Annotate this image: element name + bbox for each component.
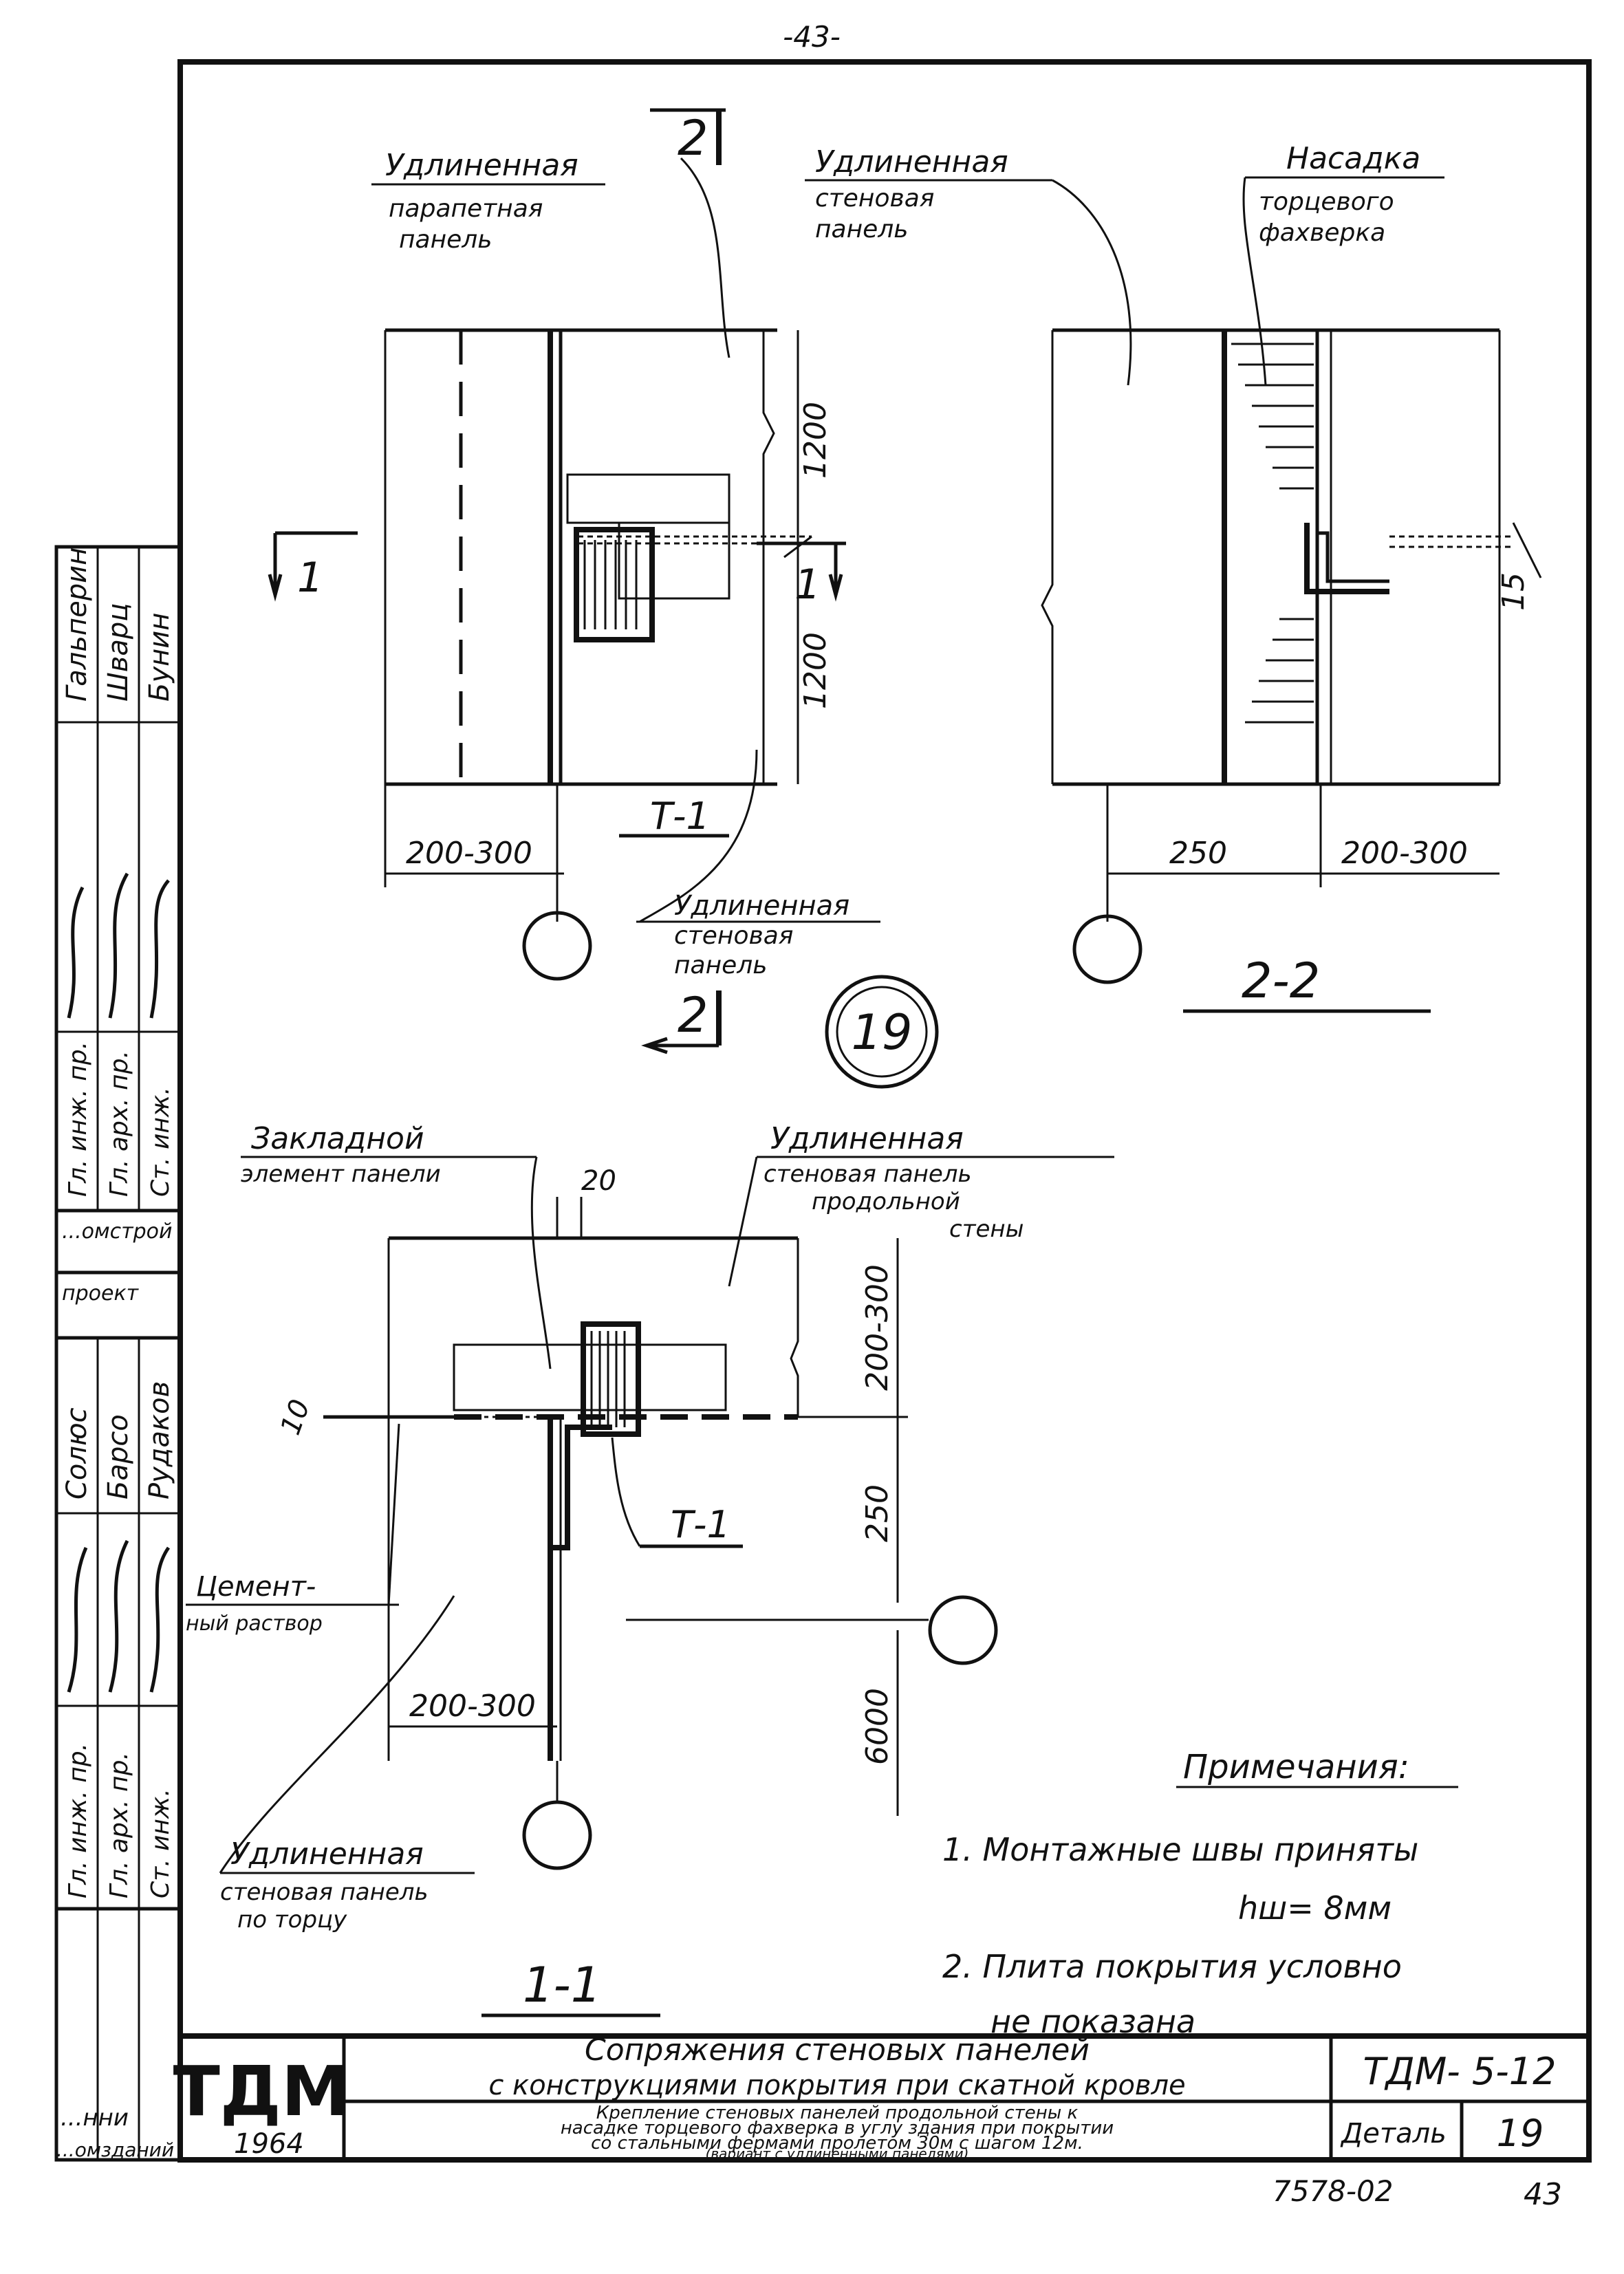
name-top-1: Гальперин (61, 548, 93, 702)
dim-250-top: 250 (1169, 836, 1227, 871)
label-cap-3: фахверка (1259, 219, 1385, 247)
section-title-1-1: 1-1 (523, 1957, 601, 2013)
role-top-1: Гл. инж. пр. (64, 1041, 92, 1197)
name-bottom-3: Рудаков (144, 1381, 175, 1499)
dim-6000: 6000 (860, 1688, 895, 1765)
label-bottom-2: стеновая (674, 922, 793, 950)
title-line-1: Сопряжения стеновых панелей (585, 2033, 1090, 2068)
role-bottom-1: Гл. инж. пр. (64, 1743, 92, 1898)
axis-bubble-right (1072, 914, 1143, 984)
view-top-right: 15 250 200-300 2-2 Удлиненная стеновая п… (805, 141, 1542, 1013)
dim-10: 10 (274, 1396, 316, 1440)
section-title-2-2: 2-2 (1242, 953, 1320, 1009)
sheet-number: 43 (1524, 2177, 1562, 2212)
label-mortar-1: Цемент- (196, 1571, 316, 1603)
notes: Примечания: 1. Монтажные швы приняты hш=… (942, 1748, 1458, 2040)
dim-250: 250 (860, 1484, 895, 1542)
label-long-2: стеновая панель (764, 1160, 972, 1188)
label-end-2: стеновая панель (220, 1878, 429, 1906)
detail-circle (825, 975, 939, 1089)
stamp-org-2: проект (62, 1281, 140, 1306)
label-parapet-2: парапетная (389, 195, 543, 223)
signatures-bottom (67, 1539, 171, 1693)
stamp-year: 1964 (234, 2128, 304, 2160)
left-stamp: Гальперин Шварц Бунин Гл. инж. пр. Гл. а… (54, 545, 182, 2162)
section-mark-left: 1 (297, 554, 323, 602)
role-top-2: Гл. арх. пр. (105, 1050, 133, 1197)
section-mark-top: 2 (678, 110, 708, 166)
dim-200-300-top-right: 200-300 (1341, 836, 1468, 871)
axis-bubble-section-bottom (522, 1800, 592, 1870)
detail-label: Деталь (1340, 2118, 1447, 2150)
dim-upper: 1200 (798, 402, 833, 479)
subtitle-line-4: (вариант с удлиненными панелями) (706, 2145, 969, 2162)
subtitle-line-2: насадке торцевого фахверка в углу здания… (561, 2118, 1114, 2138)
axis-bubble-left (522, 911, 592, 981)
axis-bubble-section-right (928, 1595, 998, 1665)
label-wall-2: стеновая (815, 184, 934, 213)
dim-lower: 1200 (798, 632, 833, 709)
label-long-4: стены (949, 1215, 1024, 1243)
dim-200-300-h: 200-300 (409, 1689, 536, 1724)
name-bottom-2: Барсо (102, 1414, 134, 1499)
label-mortar-2: ный раствор (186, 1612, 323, 1636)
detail-number: 19 (851, 1004, 912, 1061)
label-wall-1: Удлиненная (815, 144, 1008, 180)
label-long-3: продольной (812, 1188, 960, 1215)
view-top-left: 1 1 2 2 1200 1200 200-300 Т-1 Удлиненная… (268, 108, 880, 1054)
notes-heading: Примечания: (1183, 1748, 1409, 1786)
label-embed-2: элемент панели (241, 1160, 441, 1188)
role-top-3: Ст. инж. (147, 1087, 175, 1197)
note-2: 2. Плита покрытия условно (942, 1948, 1402, 1985)
subtitle-line-3: со стальными фермами пролетом 30м с шаго… (591, 2133, 1083, 2154)
signatures-top (67, 872, 170, 1019)
note-1b: hш= 8мм (1238, 1889, 1392, 1927)
stamp-org: ...омстрой (62, 1220, 172, 1244)
section-mark-bottom: 2 (678, 987, 708, 1043)
label-embed-1: Закладной (251, 1121, 424, 1156)
title-block: ТДМ 1964 Сопряжения стеновых панелей с к… (173, 2033, 1592, 2163)
label-cap-2: торцевого (1259, 188, 1394, 216)
role-bottom-3: Ст. инж. (147, 1788, 175, 1898)
detail-value: 19 (1497, 2112, 1544, 2155)
role-bottom-2: Гл. арх. пр. (105, 1752, 133, 1898)
tag-t1-section: Т-1 (671, 1503, 730, 1546)
series-code: ТДМ- 5-12 (1363, 2050, 1557, 2093)
name-bottom-1: Солюс (61, 1407, 93, 1499)
label-parapet-3: панель (399, 226, 492, 254)
tag-t1-top: Т-1 (650, 794, 710, 838)
label-bottom-3: панель (674, 951, 768, 979)
name-top-2: Шварц (102, 603, 134, 702)
label-end-1: Удлиненная (230, 1837, 424, 1872)
name-top-3: Бунин (144, 613, 175, 702)
bottom-left-2: ...омзданий (56, 2138, 174, 2161)
label-end-3: по торцу (237, 1906, 347, 1934)
label-long-1: Удлиненная (770, 1121, 964, 1156)
label-cap-1: Насадка (1286, 141, 1420, 176)
bottom-left-1: ...нни (61, 2104, 129, 2132)
dim-200-300-v: 200-300 (860, 1264, 895, 1391)
subtitle-line-1: Крепление стеновых панелей продольной ст… (596, 2103, 1079, 2123)
label-parapet-1: Удлиненная (385, 148, 578, 183)
dim-width: 200-300 (406, 836, 532, 871)
archive-number: 7578-02 (1273, 2174, 1394, 2208)
label-bottom-1: Удлиненная (674, 890, 849, 922)
view-section-1-1: 200-300 250 6000 200-300 20 10 Т-1 Закла… (186, 1121, 1114, 2017)
note-1: 1. Монтажные швы приняты (942, 1831, 1418, 1868)
page-number-top: -43- (783, 20, 841, 54)
dim-20: 20 (581, 1165, 616, 1197)
dim-joint: 15 (1496, 572, 1531, 611)
label-wall-3: панель (815, 215, 909, 243)
title-line-2: с конструкциями покрытия при скатной кро… (488, 2070, 1185, 2101)
logo-tdm: ТДМ (173, 2051, 350, 2132)
